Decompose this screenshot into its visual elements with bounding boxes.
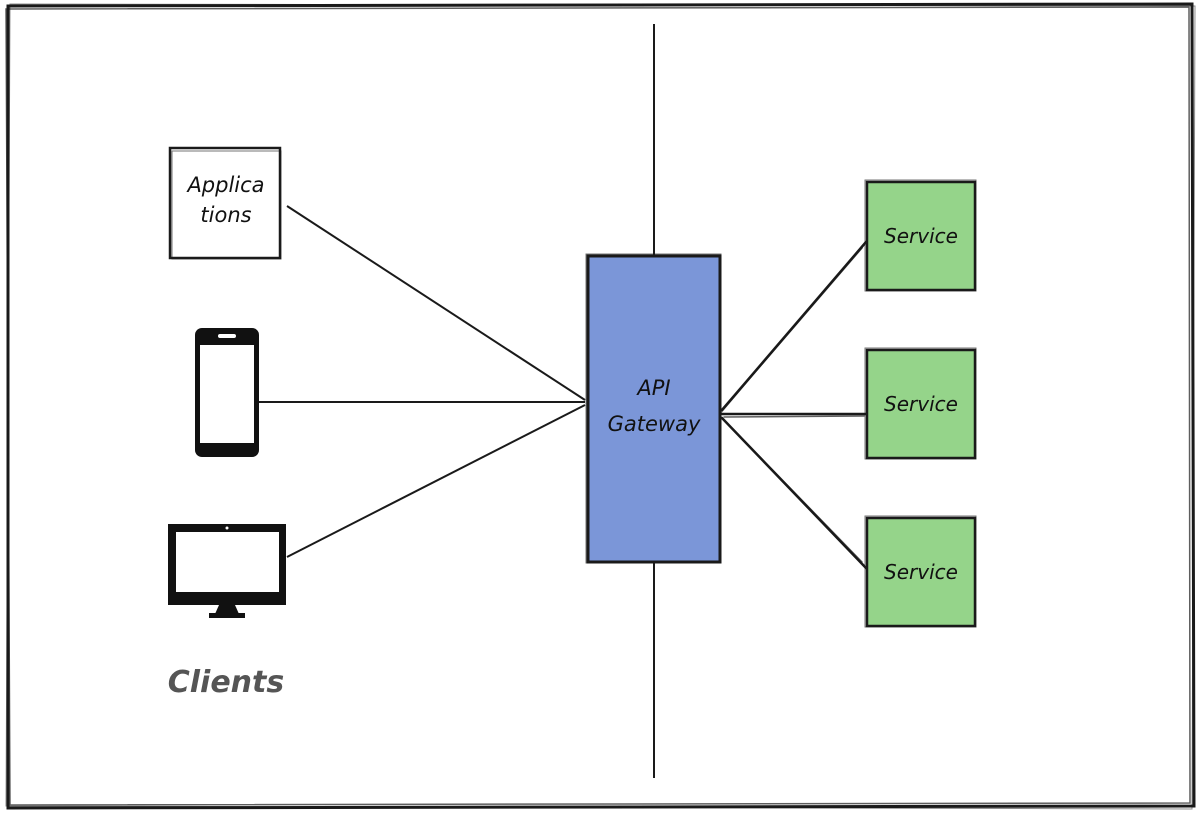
client-connectors (258, 205, 586, 558)
service-box: Service (864, 347, 977, 460)
service-box: Service (864, 515, 977, 628)
connector-applications (286, 205, 586, 401)
gateway-label-line1: API (635, 376, 670, 400)
service-label: Service (884, 392, 958, 416)
applications-label-line2: tions (200, 203, 251, 227)
connector-service-2 (720, 412, 868, 418)
desktop-monitor-icon (168, 524, 286, 618)
clients-label: Clients (168, 665, 284, 700)
connector-service-3 (719, 415, 868, 570)
applications-box: Applica tions (168, 146, 282, 260)
api-gateway-box: API Gateway (585, 253, 722, 564)
service-box: Service (864, 179, 977, 292)
service-label: Service (884, 224, 958, 248)
outer-frame (5, 2, 1196, 810)
gateway-label-line2: Gateway (608, 412, 701, 436)
connector-service-1 (719, 240, 868, 415)
service-label: Service (884, 560, 958, 584)
mobile-phone-icon (195, 328, 259, 457)
applications-label-line1: Applica (185, 173, 264, 197)
connector-desktop (286, 404, 586, 558)
service-connectors (719, 240, 868, 570)
